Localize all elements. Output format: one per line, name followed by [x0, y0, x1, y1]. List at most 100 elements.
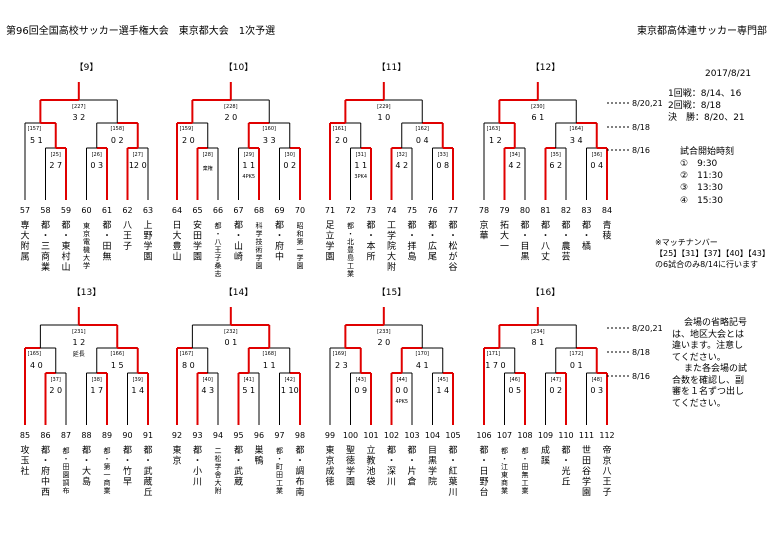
- match-score: 2 0: [224, 113, 237, 122]
- team-name-char: 広: [428, 240, 437, 252]
- match-number: [167]: [180, 351, 193, 357]
- team-name-char: 園: [256, 262, 263, 270]
- team-name-char: 学: [582, 476, 591, 488]
- team-name-char: 都: [104, 447, 111, 455]
- team-name-char: 東: [172, 444, 181, 456]
- match-number: [169]: [333, 351, 346, 357]
- match-score: 8 0: [182, 361, 195, 370]
- team-name-char: ・: [215, 230, 222, 238]
- match-number: [232]: [224, 329, 237, 335]
- match-number: [171]: [487, 351, 500, 357]
- team-name-char: 専: [20, 219, 29, 231]
- team-name-char: 都: [479, 445, 488, 456]
- team-number: 68: [254, 206, 264, 215]
- match-number: [229]: [377, 104, 390, 110]
- team-name-char: 川: [387, 478, 396, 488]
- team-number: 81: [540, 206, 550, 215]
- team-name-char: 布: [63, 486, 70, 495]
- match-number: [170]: [416, 351, 429, 357]
- match-score: 6 1: [531, 113, 544, 122]
- match-number: [234]: [531, 329, 544, 335]
- match-number: [159]: [180, 126, 193, 132]
- team-name-char: 田: [102, 241, 111, 252]
- team-name-char: 島: [82, 476, 91, 488]
- team-name-char: 玉: [20, 456, 29, 467]
- team-name-char: 安: [193, 219, 202, 231]
- venue-note-line: 合数を確認し、副: [672, 375, 745, 386]
- team-name-char: 大: [500, 230, 509, 242]
- schedule-final: 決 勝：8/20、21: [668, 113, 745, 124]
- team-name-char: ・: [479, 457, 488, 467]
- team-name-char: ・: [193, 457, 202, 467]
- team-name-char: 園: [582, 487, 591, 498]
- team-name-char: 学: [256, 253, 263, 262]
- team-name-char: 田: [193, 231, 202, 242]
- match-number: [37]: [51, 377, 61, 383]
- team-name-char: ・: [561, 232, 570, 242]
- team-name-char: 都: [143, 445, 152, 456]
- match-score: 1 0: [377, 113, 390, 122]
- team-name-char: 工: [276, 479, 283, 487]
- time-2: ② 11:30: [680, 171, 724, 182]
- team-name-char: 第: [297, 237, 304, 246]
- venue-note-line: また各会場の試: [684, 364, 748, 375]
- block-label: 【16】: [531, 287, 560, 298]
- team-name-char: 都: [387, 445, 396, 456]
- match-score: 1 10: [281, 386, 299, 395]
- match-score: 1 1: [263, 361, 276, 370]
- team-name-char: 所: [366, 252, 375, 263]
- match-number-note: ※マッチナンバー 【25】【31】【37】【40】【43】【46】 の6試合のみ…: [655, 238, 771, 270]
- team-number: 88: [81, 431, 91, 440]
- team-name-char: 倉: [407, 476, 416, 488]
- match-score: 0 9: [354, 386, 367, 395]
- match-score: 0 2: [111, 136, 124, 145]
- match-score: 0 1: [570, 361, 583, 370]
- team-name-char: 機: [83, 245, 90, 254]
- page-title: 第96回全国高校サッカー選手権大会 東京都大会 1次予選: [6, 26, 276, 37]
- match-number: [40]: [203, 377, 213, 383]
- team-name-char: 工: [387, 221, 396, 231]
- team-name-char: ・: [102, 232, 111, 242]
- team-name-char: 徳: [325, 476, 334, 488]
- team-name-char: 都: [276, 447, 283, 455]
- match-number: [35]: [551, 152, 561, 158]
- team-number: 112: [599, 431, 614, 440]
- team-name-char: 都: [63, 447, 70, 455]
- team-name-char: 園: [63, 471, 70, 479]
- team-name-char: ・: [234, 457, 243, 467]
- team-name-char: 業: [41, 261, 50, 273]
- team-name-char: 教: [366, 455, 375, 467]
- team-number: 62: [122, 206, 132, 215]
- match-score: 0 5: [508, 386, 521, 395]
- match-score: 2 0: [49, 386, 62, 395]
- team-name-char: 子: [602, 487, 611, 498]
- team-name-char: 谷: [582, 466, 591, 477]
- match-number: [230]: [531, 104, 544, 110]
- team-name-char: 目: [428, 445, 437, 456]
- team-name-char: 池: [366, 465, 375, 477]
- team-name-char: 園: [143, 252, 152, 263]
- team-name-char: 島: [347, 253, 354, 262]
- match-number: [46]: [510, 377, 520, 383]
- team-name-char: 中: [275, 251, 284, 263]
- match-score: 4 1: [416, 361, 429, 370]
- match-score: 0 8: [436, 161, 449, 170]
- team-name-char: 都: [448, 220, 457, 231]
- team-number: 61: [102, 206, 112, 215]
- block-label: 【15】: [377, 287, 406, 298]
- team-name-char: 科: [256, 221, 263, 230]
- team-name-char: 山: [61, 262, 70, 273]
- team-name-char: 丘: [143, 487, 152, 498]
- team-name-char: 王: [123, 231, 132, 242]
- match-score: 12 0: [129, 161, 147, 170]
- venue-note-line: は、地区大会とは: [672, 329, 745, 340]
- match-number: [31]: [356, 152, 366, 158]
- match-number: [228]: [224, 104, 237, 110]
- match-number: [42]: [285, 377, 295, 383]
- team-number: 79: [499, 206, 509, 215]
- team-name-char: 都: [215, 222, 222, 230]
- match-score: 4 2: [508, 161, 521, 170]
- team-name-char: 都: [428, 220, 437, 231]
- team-name-char: 紅: [448, 466, 457, 477]
- team-name-char: 都: [61, 220, 70, 231]
